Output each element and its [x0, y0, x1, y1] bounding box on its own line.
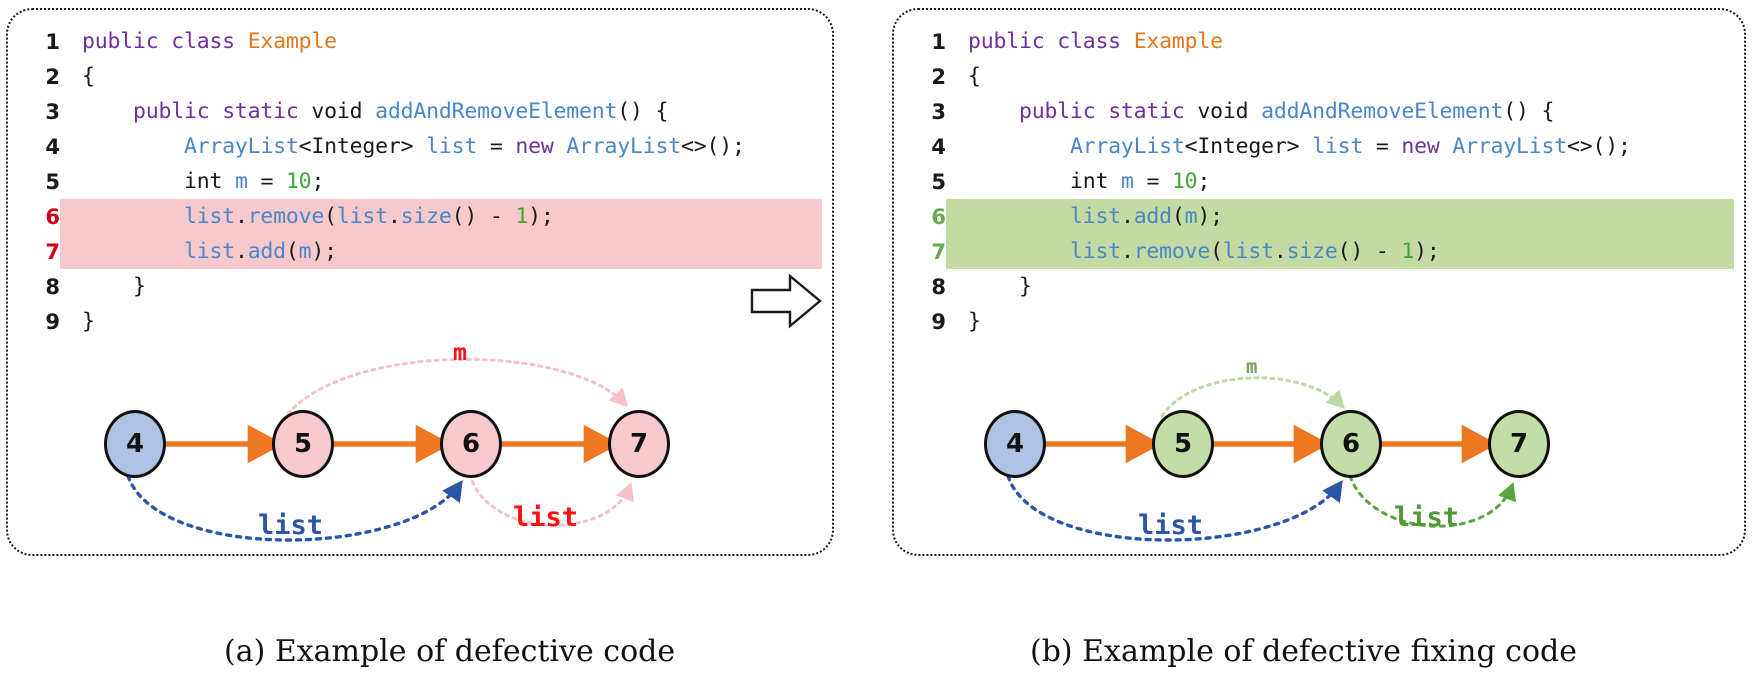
list-node: 6: [440, 410, 502, 478]
code-line: 2 {: [8, 59, 832, 94]
line-number: 3: [45, 99, 60, 124]
caption-panel-a: (a) Example of defective code: [224, 634, 676, 669]
code-line-highlighted: 7 list.add(m);: [8, 234, 832, 269]
code-block-a: 1 public class Example 2 { 3 public stat…: [8, 24, 832, 339]
list-node: 6: [1320, 410, 1382, 478]
line-number: 7: [45, 239, 60, 264]
code-text: ArrayList<Integer> list = new ArrayList<…: [1069, 134, 1631, 159]
code-line: 4 ArrayList<Integer> list = new ArrayLis…: [8, 129, 832, 164]
code-line: 1 public class Example: [894, 24, 1744, 59]
line-number: 2: [931, 64, 946, 89]
code-line: 2 {: [894, 59, 1744, 94]
code-line: 5 int m = 10;: [8, 164, 832, 199]
code-text: public static void addAndRemoveElement()…: [1018, 99, 1555, 124]
code-line: 5 int m = 10;: [894, 164, 1744, 199]
right-arrow-outline-icon: [750, 273, 822, 329]
highlight-band-fix: [946, 199, 1734, 234]
code-text: public class Example: [968, 29, 1223, 54]
code-line: 3 public static void addAndRemoveElement…: [8, 94, 832, 129]
transition-arrow: [750, 272, 824, 330]
code-text: int m = 10;: [82, 169, 325, 194]
line-number: 5: [45, 169, 60, 194]
list-node: 7: [608, 410, 670, 478]
line-number: 7: [931, 239, 946, 264]
code-text: list.add(m);: [1069, 204, 1223, 229]
code-text: ArrayList<Integer> list = new ArrayList<…: [183, 134, 745, 159]
code-text: int m = 10;: [968, 169, 1211, 194]
code-text: list.remove(list.size() - 1);: [1069, 239, 1440, 264]
code-line-highlighted: 6 list.remove(list.size() - 1);: [8, 199, 832, 234]
panel-fixed-code: 1 public class Example 2 { 3 public stat…: [892, 8, 1746, 556]
code-line: 8 }: [8, 269, 832, 304]
code-text: {: [82, 64, 95, 89]
line-number: 6: [45, 204, 60, 229]
code-text: }: [82, 309, 95, 334]
code-text: public class Example: [82, 29, 337, 54]
list-arc-fixed: [1348, 474, 1517, 528]
code-text: }: [968, 309, 981, 334]
arc-label-list-fixed: list: [1394, 502, 1460, 533]
line-number: 8: [45, 274, 60, 299]
list-arc-original: [126, 474, 463, 542]
list-node: 4: [104, 410, 166, 478]
line-number: 8: [931, 274, 946, 299]
list-diagram-defective: 4 5 6 7 m list list: [8, 340, 832, 558]
line-number: 1: [931, 29, 946, 54]
code-text: {: [968, 64, 981, 89]
code-line-highlighted: 7 list.remove(list.size() - 1);: [894, 234, 1744, 269]
list-node: 5: [1152, 410, 1214, 478]
code-line: 9 }: [8, 304, 832, 339]
line-number: 3: [931, 99, 946, 124]
highlight-band-defect: [60, 234, 822, 269]
code-line: 3 public static void addAndRemoveElement…: [894, 94, 1744, 129]
m-arc-fixed: [1160, 376, 1345, 418]
code-text: }: [82, 274, 146, 299]
line-number: 4: [931, 134, 946, 159]
line-number: 9: [931, 309, 946, 334]
list-diagram-fixed: 4 5 6 7 m list list: [894, 356, 1744, 558]
line-number: 1: [45, 29, 60, 54]
code-text: list.add(m);: [183, 239, 337, 264]
list-node: 7: [1488, 410, 1550, 478]
arc-label-list-original: list: [1138, 510, 1204, 541]
code-line: 8 }: [894, 269, 1744, 304]
arc-label-list-original: list: [258, 510, 324, 541]
panel-defective-code: 1 public class Example 2 { 3 public stat…: [6, 8, 834, 556]
code-text: list.remove(list.size() - 1);: [183, 204, 554, 229]
line-number: 6: [931, 204, 946, 229]
arc-label-list-defective: list: [513, 502, 579, 533]
line-number: 4: [45, 134, 60, 159]
list-arc-original: [1006, 474, 1343, 542]
code-text: }: [968, 274, 1032, 299]
list-arc-defective: [468, 472, 634, 527]
diagram-svg: [1006, 376, 1517, 542]
caption-panel-b: (b) Example of defective fixing code: [1030, 634, 1578, 669]
list-node: 5: [272, 410, 334, 478]
line-number: 2: [45, 64, 60, 89]
list-node: 4: [984, 410, 1046, 478]
code-line: 4 ArrayList<Integer> list = new ArrayLis…: [894, 129, 1744, 164]
highlight-band-fix: [946, 234, 1734, 269]
code-line: 1 public class Example: [8, 24, 832, 59]
code-text: public static void addAndRemoveElement()…: [132, 99, 669, 124]
code-line: 9 }: [894, 304, 1744, 339]
code-block-b: 1 public class Example 2 { 3 public stat…: [894, 24, 1744, 339]
line-number: 9: [45, 309, 60, 334]
arc-label-m: m: [453, 340, 467, 366]
diagram-svg: [126, 357, 634, 542]
highlight-band-defect: [60, 199, 822, 234]
code-line-highlighted: 6 list.add(m);: [894, 199, 1744, 234]
arc-label-m: m: [1246, 356, 1258, 378]
m-arc-defective: [281, 357, 628, 422]
line-number: 5: [931, 169, 946, 194]
